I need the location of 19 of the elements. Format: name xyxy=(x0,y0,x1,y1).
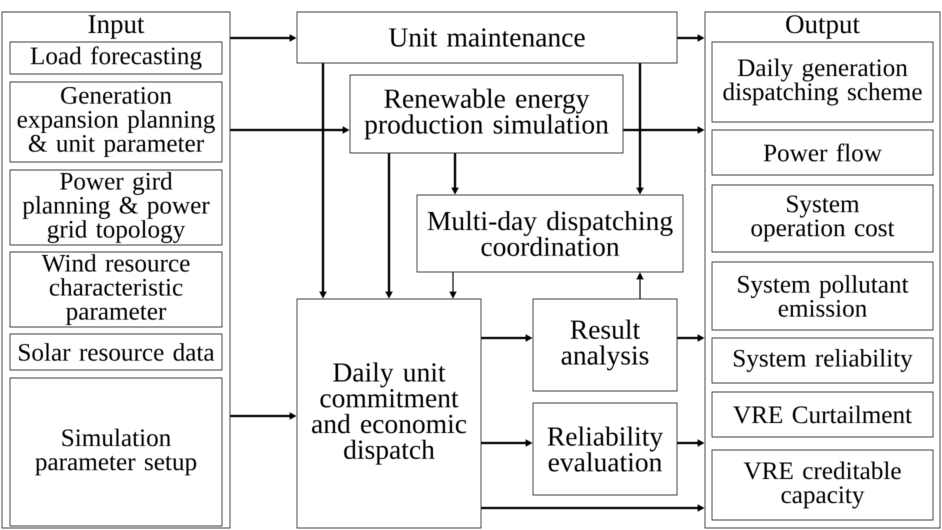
process-box: Daily generation dispatching scheme xyxy=(712,42,934,122)
process-box: Power flow xyxy=(712,130,934,176)
process-box: Load forecasting xyxy=(10,42,222,74)
process-box: Generation expansion planning & unit parameter xyxy=(10,82,222,162)
process-box: System pollutant emission xyxy=(712,262,934,330)
process-box: System reliability xyxy=(712,338,934,384)
process-box: Reliability evaluation xyxy=(532,402,678,496)
process-box: Wind resource characteristic parameter xyxy=(10,252,222,328)
process-box: Power gird planning & power grid topology xyxy=(10,170,222,246)
process-box: Result analysis xyxy=(532,298,678,392)
process-box: Renewable energy production simulation xyxy=(350,74,624,154)
process-box: VRE creditable capacity xyxy=(712,450,934,520)
process-box: Simulation parameter setup xyxy=(10,378,222,526)
process-box: Unit maintenance xyxy=(296,12,678,64)
process-box: Solar resource data xyxy=(10,334,222,370)
process-box: VRE Curtailment xyxy=(712,392,934,438)
process-box: System operation cost xyxy=(712,184,934,252)
process-box: Daily unit commitment and economic dispatch xyxy=(296,298,482,528)
process-box: Multi-day dispatching coordination xyxy=(416,194,684,272)
